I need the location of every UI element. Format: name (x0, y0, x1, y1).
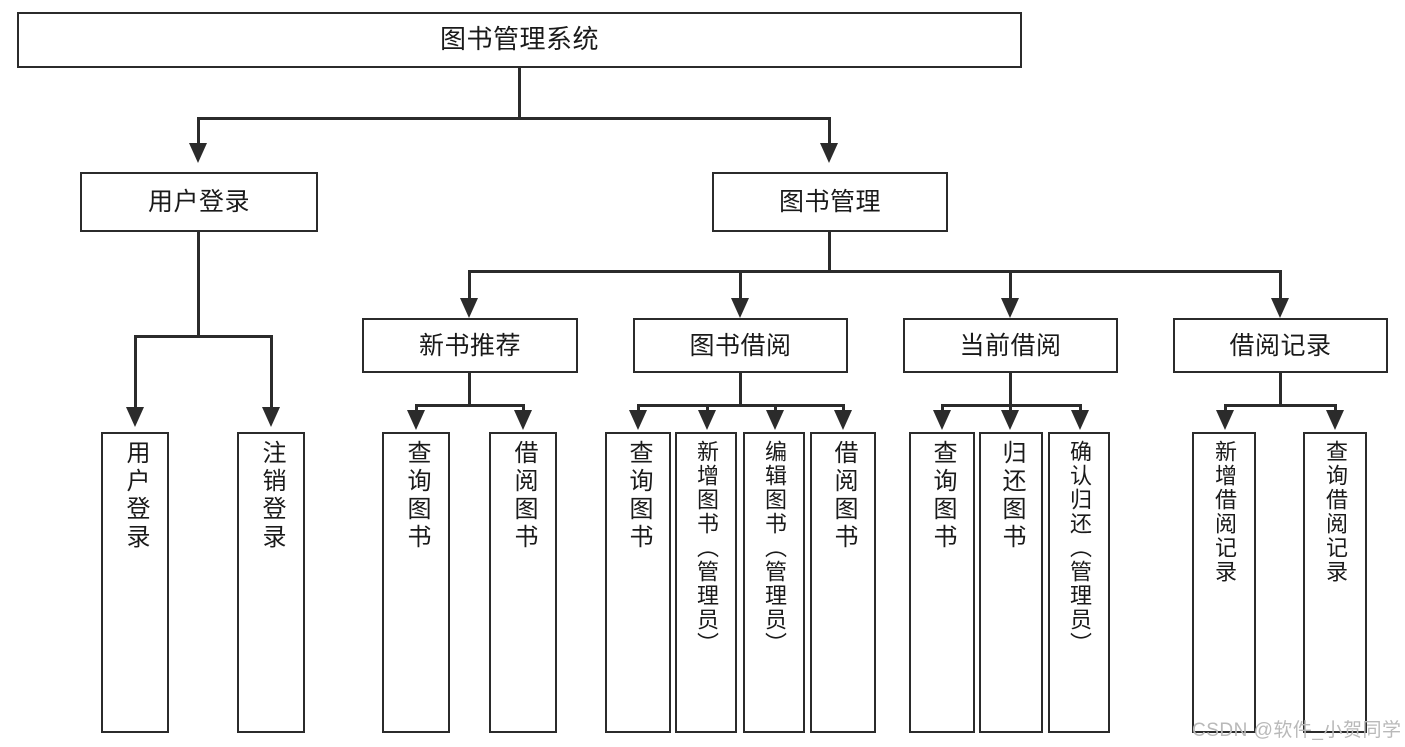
node-label: 图书管理 (778, 188, 881, 216)
edge-drop-book-management (828, 117, 831, 145)
leaf-user-login[interactable]: 用户登录 (101, 432, 169, 733)
node-label: 当前借阅 (959, 331, 1062, 360)
edge-drop-leaf-query-record (1334, 404, 1337, 412)
node-label: 用户登录 (147, 188, 250, 216)
arrowhead-book-borrow (731, 298, 749, 318)
node-borrow-record[interactable]: 借阅记录 (1173, 318, 1388, 373)
node-label: 新增借阅记录 (1212, 440, 1237, 584)
edge-drop-book-borrow (739, 270, 742, 300)
arrowhead-new-book-recommend (460, 298, 478, 318)
node-book-management[interactable]: 图书管理 (712, 172, 948, 232)
edge-new-book-recommend-bus (415, 404, 525, 407)
edge-book-management-stem (828, 232, 831, 271)
edge-drop-leaf-return-book (1009, 404, 1012, 412)
edge-drop-leaf-user-login (134, 335, 137, 409)
edge-level3-bus (468, 270, 1280, 273)
arrowhead-leaf-query-record (1326, 410, 1344, 430)
arrowhead-user-login (189, 143, 207, 163)
leaf-query-book-borrow[interactable]: 查询图书 (605, 432, 671, 733)
arrowhead-leaf-edit-book (766, 410, 784, 430)
node-label: 查询图书 (929, 440, 956, 552)
edge-new-book-recommend-stem (468, 373, 471, 405)
edge-drop-new-book-recommend (468, 270, 471, 300)
leaf-add-book-admin[interactable]: 新增图书（管理员） (675, 432, 737, 733)
edge-drop-leaf-logout (270, 335, 273, 409)
node-new-book-recommend[interactable]: 新书推荐 (362, 318, 578, 373)
arrowhead-leaf-query-book-3 (933, 410, 951, 430)
edge-user-login-bus (134, 335, 273, 338)
leaf-borrow-book-recommend[interactable]: 借阅图书 (489, 432, 557, 733)
arrowhead-leaf-logout (262, 407, 280, 427)
arrowhead-book-management (820, 143, 838, 163)
node-label: 归还图书 (998, 440, 1025, 552)
arrowhead-leaf-add-book (698, 410, 716, 430)
edge-drop-leaf-borrow-book-1 (522, 404, 525, 412)
edge-root-stem (518, 68, 521, 118)
arrowhead-leaf-confirm-return (1071, 410, 1089, 430)
node-label: 新增图书（管理员） (694, 440, 719, 656)
node-label: 确认归还（管理员） (1067, 440, 1092, 656)
edge-drop-borrow-record (1279, 270, 1282, 300)
arrowhead-leaf-borrow-book-2 (834, 410, 852, 430)
edge-drop-leaf-edit-book (774, 404, 777, 412)
node-label: 图书借阅 (689, 331, 792, 360)
edge-borrow-record-bus (1224, 404, 1337, 407)
leaf-query-book-recommend[interactable]: 查询图书 (382, 432, 450, 733)
edge-book-borrow-bus (637, 404, 845, 407)
arrowhead-leaf-query-book-2 (629, 410, 647, 430)
node-label: 用户登录 (122, 440, 149, 552)
leaf-return-book[interactable]: 归还图书 (979, 432, 1043, 733)
leaf-query-book-current[interactable]: 查询图书 (909, 432, 975, 733)
edge-drop-user-login (197, 117, 200, 145)
node-label: 查询图书 (625, 440, 652, 552)
node-label: 借阅记录 (1229, 331, 1332, 360)
edge-book-borrow-stem (739, 373, 742, 405)
edge-drop-leaf-confirm-return (1079, 404, 1082, 412)
node-current-borrow[interactable]: 当前借阅 (903, 318, 1118, 373)
edge-drop-leaf-query-book-3 (941, 404, 944, 412)
edge-drop-current-borrow (1009, 270, 1012, 300)
leaf-borrow-book[interactable]: 借阅图书 (810, 432, 876, 733)
leaf-query-borrow-record[interactable]: 查询借阅记录 (1303, 432, 1367, 733)
node-label: 查询图书 (403, 440, 430, 552)
node-label: 注销登录 (258, 440, 285, 552)
leaf-edit-book-admin[interactable]: 编辑图书（管理员） (743, 432, 805, 733)
node-label: 图书管理系统 (439, 24, 599, 55)
edge-current-borrow-stem (1009, 373, 1012, 405)
node-label: 借阅图书 (510, 440, 537, 552)
leaf-add-borrow-record[interactable]: 新增借阅记录 (1192, 432, 1256, 733)
arrowhead-leaf-add-record (1216, 410, 1234, 430)
node-label: 编辑图书（管理员） (762, 440, 787, 656)
arrowhead-leaf-return-book (1001, 410, 1019, 430)
leaf-confirm-return-admin[interactable]: 确认归还（管理员） (1048, 432, 1110, 733)
node-label: 借阅图书 (830, 440, 857, 552)
edge-drop-leaf-query-book-2 (637, 404, 640, 412)
node-user-login[interactable]: 用户登录 (80, 172, 318, 232)
arrowhead-leaf-borrow-book-1 (514, 410, 532, 430)
node-label: 新书推荐 (418, 331, 521, 360)
edge-user-login-stem (197, 232, 200, 336)
leaf-logout[interactable]: 注销登录 (237, 432, 305, 733)
edge-level2-bus (197, 117, 831, 120)
edge-drop-leaf-add-book (706, 404, 709, 412)
arrowhead-leaf-user-login (126, 407, 144, 427)
node-root-book-management-system[interactable]: 图书管理系统 (17, 12, 1022, 68)
edge-drop-leaf-add-record (1224, 404, 1227, 412)
csdn-watermark: CSDN @软件_小贺同学 (1192, 720, 1402, 741)
edge-borrow-record-stem (1279, 373, 1282, 405)
arrowhead-leaf-query-book-1 (407, 410, 425, 430)
arrowhead-current-borrow (1001, 298, 1019, 318)
node-book-borrow[interactable]: 图书借阅 (633, 318, 848, 373)
edge-drop-leaf-borrow-book-2 (842, 404, 845, 412)
edge-drop-leaf-query-book-1 (415, 404, 418, 412)
node-label: 查询借阅记录 (1323, 440, 1348, 584)
arrowhead-borrow-record (1271, 298, 1289, 318)
